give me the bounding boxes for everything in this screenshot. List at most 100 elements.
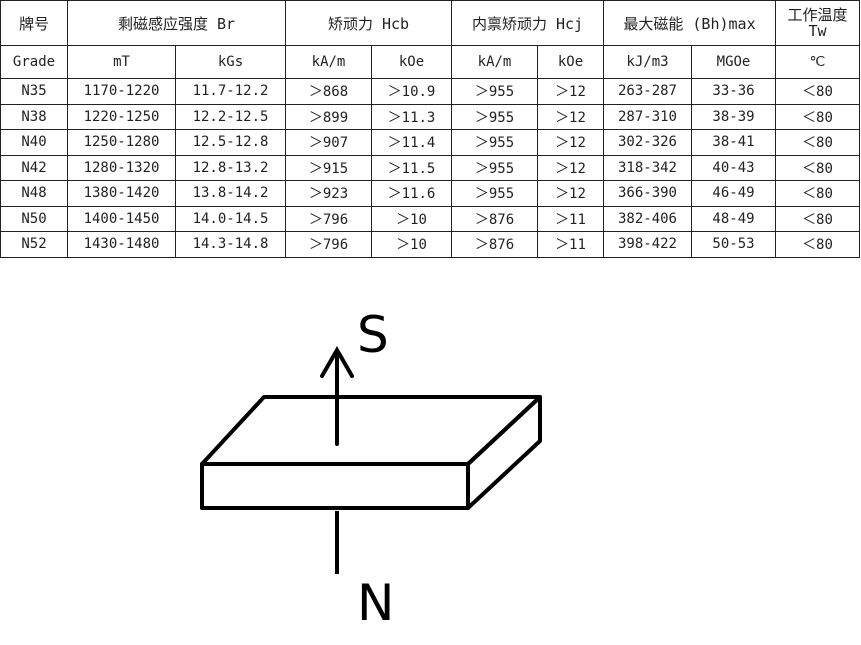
grade-cell: N42 xyxy=(0,154,68,181)
value-cell: ＞876 xyxy=(451,231,538,258)
unit-cell: kOe xyxy=(537,45,604,79)
unit-cell: Grade xyxy=(0,45,68,79)
unit-cell: kGs xyxy=(175,45,286,79)
value-cell: ＞11.4 xyxy=(371,129,452,156)
unit-cell: mT xyxy=(67,45,176,79)
value-cell: ＞915 xyxy=(285,154,372,181)
value-cell: 1430-1480 xyxy=(67,231,176,258)
value-cell: ＞955 xyxy=(451,180,538,207)
value-cell: 38-39 xyxy=(691,103,776,130)
header-row: 牌号 剩磁感应强度 Br 矫顽力 Hcb 内禀矫顽力 Hcj 最大磁能 (Bh)… xyxy=(0,0,860,46)
value-cell: ＞12 xyxy=(537,78,604,105)
value-cell: ＞10 xyxy=(371,205,452,232)
up-arrow-icon xyxy=(320,345,354,446)
value-cell: ＞11.5 xyxy=(371,154,452,181)
grade-cell: N35 xyxy=(0,78,68,105)
value-cell: ＞11.6 xyxy=(371,180,452,207)
value-cell: ＞11.3 xyxy=(371,103,452,130)
value-cell: 263-287 xyxy=(603,78,692,105)
value-cell: ＞868 xyxy=(285,78,372,105)
grade-cell: N40 xyxy=(0,129,68,156)
unit-cell: kA/m xyxy=(451,45,538,79)
value-cell: 1220-1250 xyxy=(67,103,176,130)
unit-cell: ℃ xyxy=(775,45,860,79)
value-cell: ＞10 xyxy=(371,231,452,258)
value-cell: ＞12 xyxy=(537,129,604,156)
value-cell: 1400-1450 xyxy=(67,205,176,232)
magnet-right-face xyxy=(466,395,542,510)
value-cell: ＜80 xyxy=(775,205,860,232)
north-pole-label: N xyxy=(357,574,394,632)
header-br: 剩磁感应强度 Br xyxy=(67,0,286,46)
value-cell: ＞12 xyxy=(537,154,604,181)
value-cell: ＜80 xyxy=(775,180,860,207)
header-hcj: 内禀矫顽力 Hcj xyxy=(451,0,604,46)
header-tw: 工作温度 Tw xyxy=(775,0,860,46)
value-cell: 12.2-12.5 xyxy=(175,103,286,130)
value-cell: ＞12 xyxy=(537,103,604,130)
magnet-diagram: S N xyxy=(200,306,542,632)
value-cell: 1280-1320 xyxy=(67,154,176,181)
value-cell: ＞955 xyxy=(451,78,538,105)
unit-cell: kA/m xyxy=(285,45,372,79)
value-cell: ＞955 xyxy=(451,129,538,156)
value-cell: 382-406 xyxy=(603,205,692,232)
value-cell: 318-342 xyxy=(603,154,692,181)
value-cell: 302-326 xyxy=(603,129,692,156)
value-cell: 13.8-14.2 xyxy=(175,180,286,207)
magnet-top-face xyxy=(200,395,542,466)
value-cell: ＜80 xyxy=(775,154,860,181)
value-cell: 366-390 xyxy=(603,180,692,207)
grade-cell: N52 xyxy=(0,231,68,258)
value-cell: 38-41 xyxy=(691,129,776,156)
header-bhmax: 最大磁能 (Bh)max xyxy=(603,0,776,46)
header-tw-line1: 工作温度 xyxy=(787,6,848,24)
value-cell: ＞899 xyxy=(285,103,372,130)
units-row: Grade mT kGs kA/m kOe kA/m kOe kJ/m3 MGO… xyxy=(0,45,860,79)
magnet-front-face xyxy=(200,462,470,510)
value-cell: 33-36 xyxy=(691,78,776,105)
value-cell: ＞10.9 xyxy=(371,78,452,105)
unit-cell: kOe xyxy=(371,45,452,79)
value-cell: 398-422 xyxy=(603,231,692,258)
value-cell: ＞955 xyxy=(451,103,538,130)
header-hcb: 矫顽力 Hcb xyxy=(285,0,452,46)
unit-cell: MGOe xyxy=(691,45,776,79)
value-cell: ＞955 xyxy=(451,154,538,181)
value-cell: ＜80 xyxy=(775,78,860,105)
grade-cell: N48 xyxy=(0,180,68,207)
value-cell: 12.5-12.8 xyxy=(175,129,286,156)
value-cell: ＜80 xyxy=(775,103,860,130)
value-cell: 40-43 xyxy=(691,154,776,181)
value-cell: 12.8-13.2 xyxy=(175,154,286,181)
value-cell: 46-49 xyxy=(691,180,776,207)
value-cell: 48-49 xyxy=(691,205,776,232)
value-cell: ＜80 xyxy=(775,129,860,156)
value-cell: 11.7-12.2 xyxy=(175,78,286,105)
header-tw-line2: Tw xyxy=(808,22,827,40)
magnet-grade-table: 牌号 剩磁感应强度 Br 矫顽力 Hcb 内禀矫顽力 Hcj 最大磁能 (Bh)… xyxy=(0,0,860,258)
value-cell: ＞796 xyxy=(285,231,372,258)
unit-cell: kJ/m3 xyxy=(603,45,692,79)
value-cell: ＞11 xyxy=(537,205,604,232)
value-cell: ＞11 xyxy=(537,231,604,258)
value-cell: ＞923 xyxy=(285,180,372,207)
value-cell: 14.3-14.8 xyxy=(175,231,286,258)
value-cell: 287-310 xyxy=(603,103,692,130)
magnet-block xyxy=(200,395,542,510)
value-cell: 14.0-14.5 xyxy=(175,205,286,232)
grade-cell: N38 xyxy=(0,103,68,130)
south-pole-label: S xyxy=(357,306,389,364)
value-cell: 1380-1420 xyxy=(67,180,176,207)
value-cell: ＞876 xyxy=(451,205,538,232)
value-cell: 1250-1280 xyxy=(67,129,176,156)
value-cell: 1170-1220 xyxy=(67,78,176,105)
grade-cell: N50 xyxy=(0,205,68,232)
value-cell: ＞907 xyxy=(285,129,372,156)
value-cell: ＜80 xyxy=(775,231,860,258)
